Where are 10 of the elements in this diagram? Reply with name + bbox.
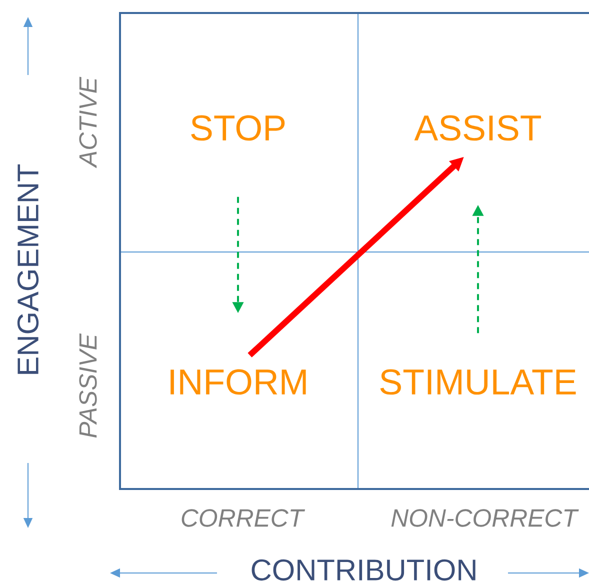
quadrant-label: STIMULATE bbox=[380, 369, 576, 395]
axis-title: ENGAGEMENT bbox=[17, 164, 39, 374]
quadrant-label: ASSIST bbox=[414, 115, 541, 141]
axis-label: PASSIVE bbox=[79, 333, 97, 438]
quadrant-label: INFORM bbox=[170, 369, 306, 395]
axis-label: NON-CORRECT bbox=[391, 509, 579, 527]
axis-label: ACTIVE bbox=[79, 76, 97, 168]
axis-label: CORRECT bbox=[182, 509, 306, 527]
axis-title: CONTRIBUTION bbox=[252, 559, 476, 581]
quadrant-label: STOP bbox=[191, 115, 285, 141]
